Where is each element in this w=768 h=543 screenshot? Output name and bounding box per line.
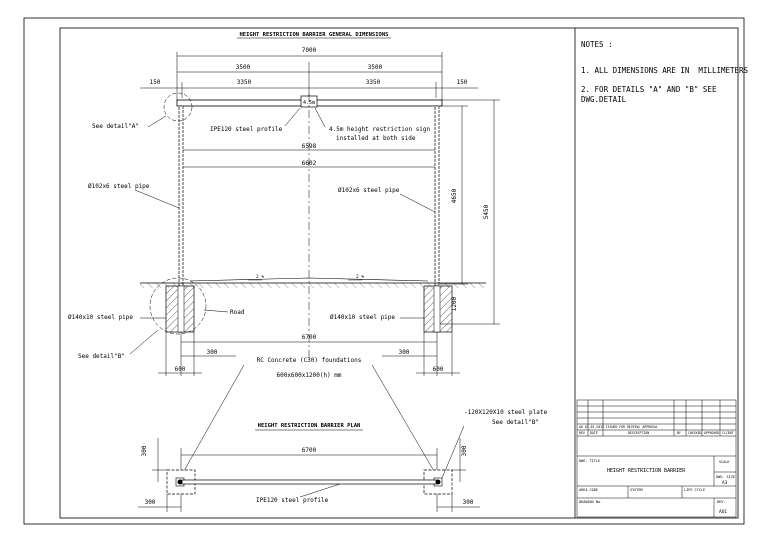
dim-edge-right: 300 <box>399 349 410 356</box>
notes-title: NOTES : <box>581 40 613 49</box>
tb-hdr-desc: DESCRIPTION <box>628 431 649 435</box>
notes-panel: NOTES : 1. ALL DIMENSIONS ARE IN MILLIME… <box>581 40 756 114</box>
dim-end-right: 150 <box>457 79 468 86</box>
see-detail-a: See detail"A" <box>92 123 139 130</box>
pipe140-right-label: Ø140x10 steel pipe <box>330 314 395 321</box>
rc-label-2: 600x600x1200(h) mm <box>276 372 341 379</box>
tb-area-code: AREA CODE <box>579 488 598 492</box>
tb-hdr-client: CLIENT <box>722 431 734 435</box>
tb-rev-value: AO1 <box>719 509 727 515</box>
plan-beam <box>181 479 437 485</box>
dim-clear <box>183 149 435 168</box>
dim-half-left: 3500 <box>236 64 251 71</box>
tb-rev-row: A0 07.03.2019 ISSUED FOR REVIEW/ APPROVA… <box>579 425 658 429</box>
see-detail-b: See detail"B" <box>78 353 125 360</box>
sheet-border <box>23 17 745 525</box>
dim-foundation-depth: 1200 <box>451 296 458 311</box>
detail-b-circle <box>149 277 207 335</box>
detail-a-circle <box>163 92 193 122</box>
pipe-left-label: Ø102x6 steel pipe <box>88 183 150 190</box>
dim-halves <box>177 62 442 96</box>
tb-drawing-no: DRAWING No. <box>579 500 602 504</box>
tb-hdr-approved: APPROVED <box>704 431 719 435</box>
see-detail-b2: See detail"B" <box>492 419 539 426</box>
dim-posts-span <box>158 332 460 376</box>
dim-overall-text: 7000 <box>302 47 317 54</box>
pipe140-left-label: Ø140x10 steel pipe <box>68 314 133 321</box>
dim-height-top: 5450 <box>483 204 490 219</box>
dim-end-left: 150 <box>150 79 161 86</box>
tb-hdr-checked: CHECKED <box>688 431 702 435</box>
tb-life-cycle: LIFE CYCLE <box>684 488 705 492</box>
slope-right: 2 % <box>356 274 364 280</box>
plate-label: -120X120X10 steel plate <box>464 409 547 416</box>
dim-found-w-left: 600 <box>175 366 186 373</box>
dim-inner <box>140 82 478 98</box>
tb-dwg-title-label: DWG. TITLE <box>579 459 600 463</box>
tb-hdr-date: DATE <box>590 431 598 435</box>
dim-inner-left: 3350 <box>237 79 252 86</box>
dim-clear-posts: 6602 <box>302 160 317 167</box>
frame-border <box>59 27 739 519</box>
sign-label-1: 4.5m height restriction sign <box>329 126 431 133</box>
dim-posts-span-text: 6700 <box>302 334 317 341</box>
elevation-title: HEIGHT RESTRICTION BARRIER GENERAL DIMEN… <box>239 32 388 38</box>
dim-plan-right-h: 300 <box>461 445 468 456</box>
dim-overall <box>176 52 443 100</box>
dim-height-clear: 4650 <box>451 188 458 203</box>
road-label: Road <box>230 309 245 316</box>
sign-box-text: 4.5m <box>303 100 315 106</box>
tb-hdr-by: BY <box>677 431 681 435</box>
plan-title: HEIGHT RESTRICTION BARRIER PLAN <box>258 423 361 429</box>
rc-label-1: RC Concrete (C30) foundations <box>257 357 362 364</box>
note-item: 2. FOR DETAILS "A" AND "B" SEE DWG.DETAI… <box>581 85 717 104</box>
ipe-label: IPE120 steel profile <box>210 126 283 133</box>
dim-inner-right: 3350 <box>366 79 381 86</box>
dim-plan-span-text: 6700 <box>302 447 317 454</box>
dim-clear-beam: 6598 <box>302 143 317 150</box>
tb-dwg-title: HEIGHT RESTRICTION BARRIER <box>607 468 686 474</box>
dim-plan-edges <box>138 438 480 512</box>
pipe-right-label: Ø102x6 steel pipe <box>338 187 400 194</box>
plan-ipe-label: IPE120 steel profile <box>256 497 329 504</box>
tb-scale-label: SCALE <box>719 460 730 464</box>
title-block <box>576 399 737 518</box>
dim-plan-left-h: 300 <box>141 445 148 456</box>
dim-plan-span <box>180 448 438 470</box>
tb-rev-label: REV. <box>717 500 725 504</box>
slope-left: 2 % <box>256 274 264 280</box>
dim-edge-left: 300 <box>207 349 218 356</box>
dim-found-w-right: 600 <box>433 366 444 373</box>
dim-half-right: 3500 <box>368 64 383 71</box>
note-item: 1. ALL DIMENSIONS ARE IN MILLIMETERS <box>581 66 749 75</box>
dim-plan-right-w: 300 <box>463 499 474 506</box>
tb-dwg-size: A3 <box>722 480 728 486</box>
dim-plan-left-w: 300 <box>145 499 156 506</box>
ground <box>140 277 486 288</box>
tb-hdr-rev: REV <box>579 431 585 435</box>
tb-system: SYSTEM <box>630 488 643 492</box>
sign-label-2: installed at both side <box>336 135 416 142</box>
tb-dwg-size-label: DWG. SIZE <box>716 475 735 479</box>
